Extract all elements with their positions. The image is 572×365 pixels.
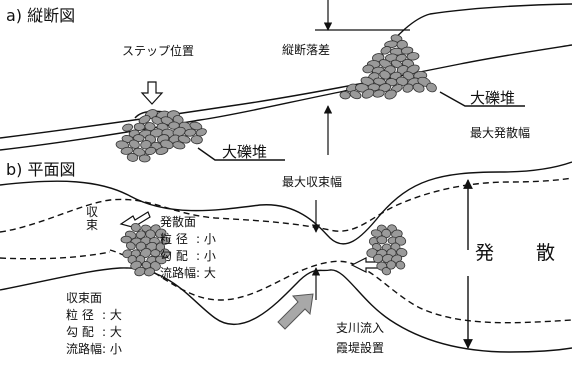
diverge-key-slope: 勾 配 [160, 249, 188, 263]
converge-row-grain: 粒 径 : 大 [66, 309, 122, 321]
diverge-key-grain: 粒 径 [160, 232, 188, 246]
boulder-stone [406, 52, 420, 61]
boulder-stone [130, 223, 141, 232]
converge-row-slope: 勾 配 : 大 [66, 326, 122, 338]
panel-b-title: b) 平面図 [6, 160, 76, 179]
converge-row-width: 流路幅: 小 [66, 343, 122, 355]
boulder-stone [378, 83, 392, 93]
boulder-stone [395, 53, 407, 63]
boulder-stone [339, 91, 351, 100]
boulder-stone [412, 83, 425, 93]
boulder-stone [376, 235, 388, 245]
leader-boulder-upper [439, 91, 525, 107]
boulder-cluster-diverge [366, 224, 408, 276]
boulder-stone [190, 135, 203, 145]
boulder-stone [120, 146, 134, 155]
boulder-stone [120, 235, 132, 244]
boulder-stone [126, 152, 139, 162]
boulder-stone [115, 140, 130, 150]
boulder-stone [372, 89, 385, 98]
boulder-stone [362, 64, 374, 74]
converge-mark-label: 収束 [86, 205, 99, 232]
diverge-key-width: 流路幅 [160, 266, 197, 280]
diverge-row-width: 流路幅: 大 [160, 267, 216, 279]
center-line [0, 251, 111, 260]
converge-key-width: 流路幅 [66, 342, 103, 356]
bank-lower [0, 267, 572, 353]
boulder-stone [177, 135, 191, 144]
boulder-stone [172, 141, 186, 150]
boulder-stone [380, 46, 392, 55]
boulder-stone [150, 249, 161, 258]
converge-value-grain: : 大 [102, 308, 122, 322]
diverge-row-slope: 勾 配 : 小 [160, 250, 216, 262]
converge-key-slope: 勾 配 [66, 325, 94, 339]
boulder-stone [189, 121, 203, 131]
converge-value-slope: : 大 [102, 325, 122, 339]
boulder-stone [384, 89, 397, 100]
boulder-stone [133, 134, 145, 143]
diverge-label: 発 散 [475, 242, 572, 264]
boulder-stone [138, 154, 151, 163]
boulder-stone [395, 260, 406, 270]
converge-key-grain: 粒 径 [66, 308, 94, 322]
boulder-stone [381, 267, 392, 276]
boulder-stone [133, 122, 146, 131]
boulder-stone [361, 88, 375, 99]
diverge-value-width: : 大 [196, 266, 216, 280]
max-converge-width-label: 最大収束幅 [282, 175, 343, 189]
boulder-stone [144, 146, 157, 156]
boulder-stone [143, 267, 156, 277]
diverge-row-grain: 粒 径 : 小 [160, 233, 216, 245]
tributary-inflow-label: 支川流入 [336, 321, 385, 335]
boulder-stone [138, 115, 151, 125]
boulder-stone [134, 266, 146, 277]
longitudinal-drop-label: 縦断落差 [282, 43, 331, 57]
step-position-label: ステップ位置 [122, 44, 195, 58]
boulder-cluster-lower [115, 109, 207, 163]
drop-arrows [315, 0, 410, 155]
boulder-stone [400, 46, 414, 55]
levee-installation-label: 霞堤設置 [336, 341, 385, 355]
bed-line-lower [0, 44, 572, 139]
boulder-stone [155, 146, 169, 155]
boulder-cluster-upper [339, 34, 437, 100]
boulder-stone [160, 236, 171, 245]
bank-upper [0, 161, 572, 245]
converge-face-title: 収束面 [66, 291, 103, 305]
boulder-label-lower: 大礫堆 [222, 143, 268, 161]
diverge-value-slope: : 小 [196, 249, 216, 263]
boulder-stone [126, 241, 136, 251]
leader-boulder-lower [197, 147, 285, 161]
boulder-label-upper: 大礫堆 [470, 89, 516, 107]
step-position-arrow [140, 81, 164, 105]
tributary-inflow-arrow [277, 293, 314, 330]
boulder-cluster-converge [120, 223, 171, 277]
boulder-stone [133, 147, 146, 157]
boulder-stone [155, 255, 167, 265]
boulder-stone [195, 128, 207, 137]
diverge-value-grain: : 小 [196, 232, 216, 246]
boulder-stone [155, 228, 167, 239]
max-spread-width-label: 最大発散幅 [470, 126, 531, 140]
channel-line-lower [109, 249, 572, 324]
boulder-stone [122, 123, 134, 132]
diverge-face-title: 発散面 [160, 215, 197, 229]
boulder-stone [128, 139, 140, 149]
boulder-stone [349, 90, 362, 100]
converge-value-width: : 小 [102, 342, 122, 356]
panel-a-title: a) 縦断図 [6, 6, 76, 25]
boulder-stone [426, 82, 437, 93]
boulder-stone [386, 260, 396, 270]
